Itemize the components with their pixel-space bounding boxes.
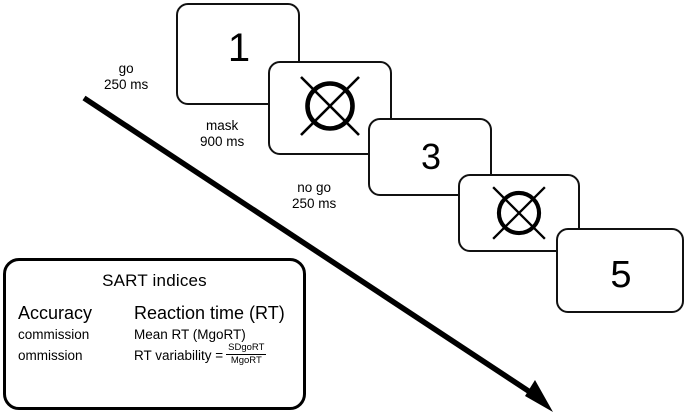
sart-indices-title: SART indices (102, 271, 207, 290)
accuracy-commission-label: commission (18, 327, 90, 342)
annotation-mask-duration: 900 ms (200, 134, 245, 150)
annotation-mask: mask 900 ms (200, 118, 244, 151)
stimulus-card-go-1: 1 (176, 3, 300, 105)
annotation-go-duration: 250 ms (104, 77, 149, 93)
annotation-nogo: no go 250 ms (292, 180, 336, 213)
indices-header-row: Accuracy Reaction time (RT) (18, 303, 293, 324)
accuracy-column-header: Accuracy (18, 303, 93, 323)
annotation-nogo-label: no go (297, 180, 332, 195)
rt-mean-label: Mean RT (MgoRT) (134, 327, 246, 342)
annotation-go: go 250 ms (104, 61, 148, 94)
stimulus-digit: 3 (420, 136, 442, 177)
annotation-go-label: go (118, 61, 134, 76)
circle-cross-mask-icon (293, 69, 367, 143)
circle-cross-mask-icon (486, 180, 552, 246)
fraction-numerator: SDgoRT (226, 342, 267, 356)
fraction-denominator: MgoRT (230, 354, 262, 366)
rt-variability-fraction: SDgoRT MgoRT (226, 342, 267, 366)
stimulus-digit: 1 (227, 26, 251, 70)
time-flow-arrow-head (525, 380, 553, 412)
stimulus-card-go-5: 5 (556, 228, 684, 313)
annotation-nogo-duration: 250 ms (292, 196, 337, 212)
stimulus-digit: 5 (610, 253, 632, 296)
rt-variability-label: RT variability = (134, 348, 224, 364)
indices-row-commission: commission Mean RT (MgoRT) (18, 327, 293, 342)
rt-variability-formula: RT variability = SDgoRT MgoRT (134, 342, 293, 367)
accuracy-ommission-label: ommission (18, 348, 83, 364)
indices-row-ommission: ommission RT variability = SDgoRT MgoRT (18, 342, 293, 367)
rt-column-header: Reaction time (RT) (134, 303, 285, 323)
sart-indices-table: Accuracy Reaction time (RT) commission M… (6, 303, 303, 367)
annotation-mask-label: mask (206, 118, 239, 133)
sart-indices-panel: SART indices Accuracy Reaction time (RT)… (3, 258, 306, 410)
